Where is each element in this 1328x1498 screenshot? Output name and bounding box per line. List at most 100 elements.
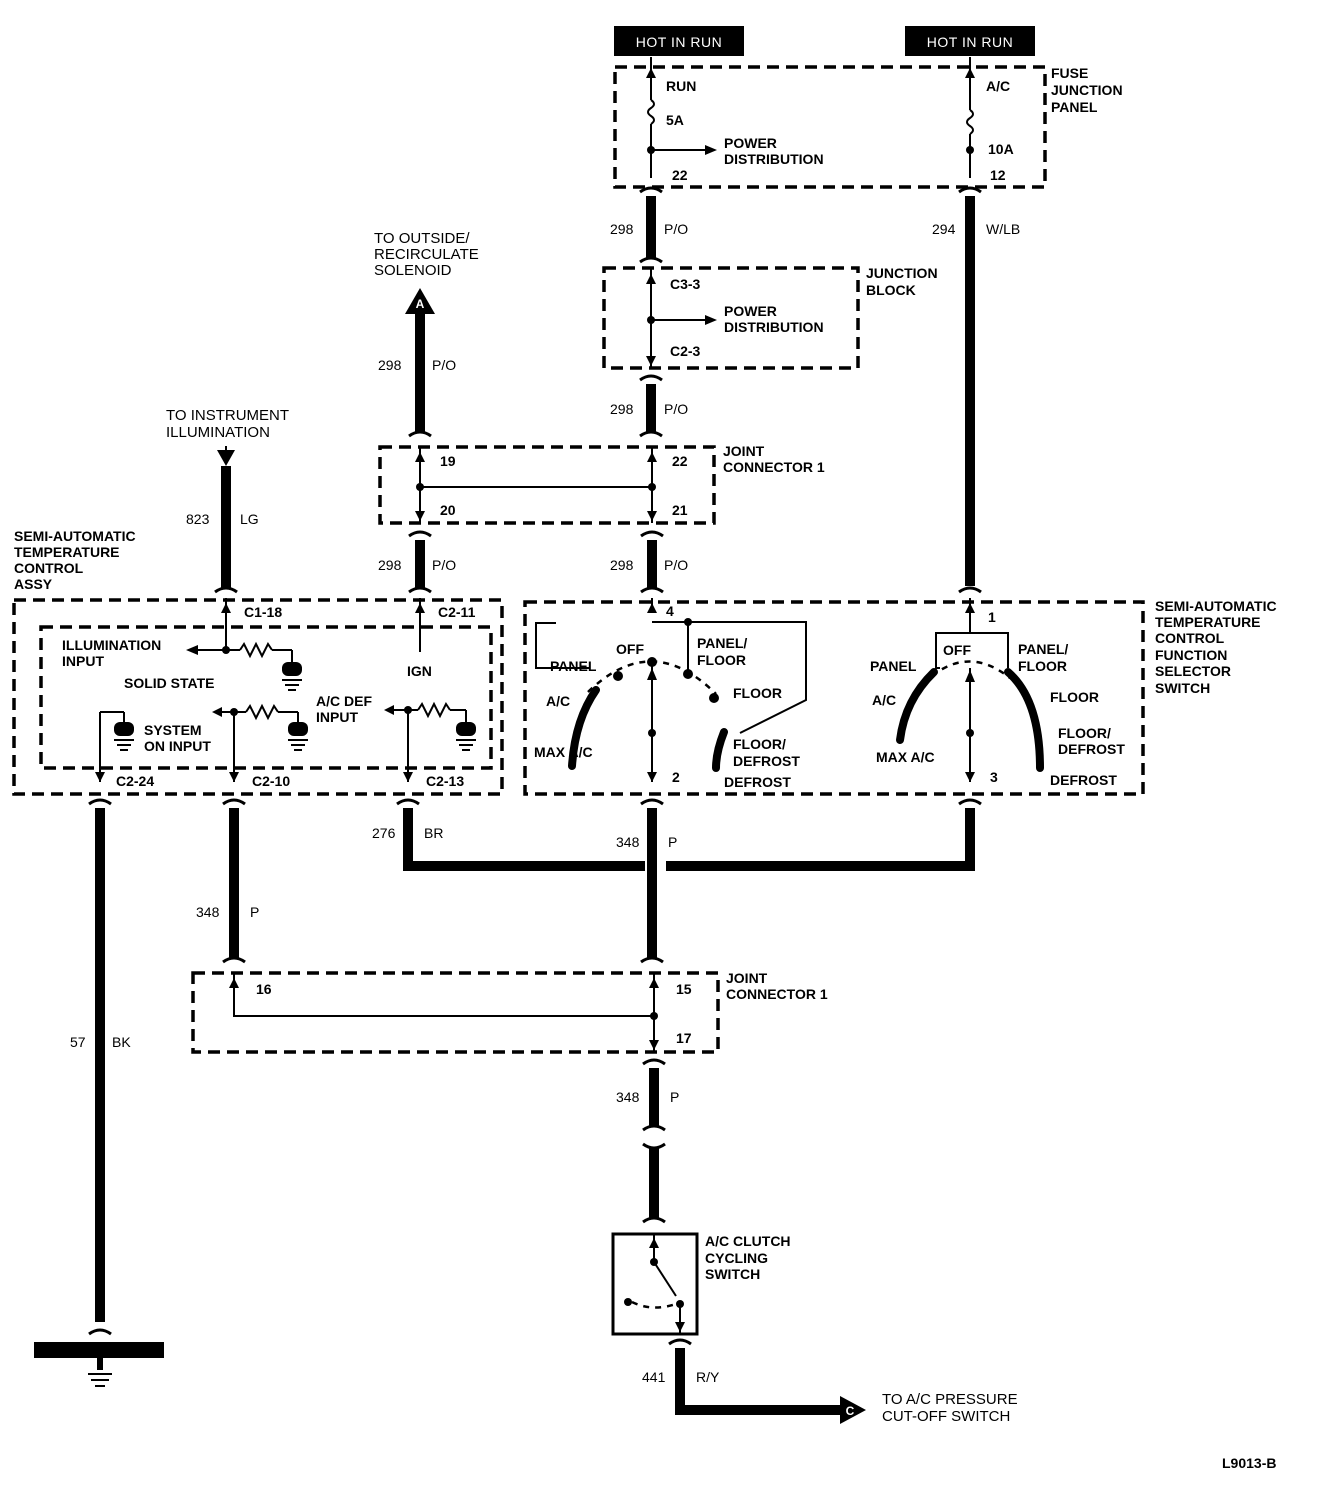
clutch-switch-title: A/C CLUTCH CYCLING SWITCH (705, 1233, 791, 1282)
svg-text:1: 1 (988, 609, 996, 625)
fuse-ac-10a: A/C 10A 12 (965, 57, 1014, 183)
svg-text:CUT-OFF SWITCH: CUT-OFF SWITCH (882, 1408, 1010, 1425)
svg-text:22: 22 (672, 453, 688, 469)
svg-text:JOINT: JOINT (723, 443, 765, 459)
svg-text:HOT IN RUN: HOT IN RUN (636, 34, 722, 50)
svg-text:3: 3 (990, 769, 998, 785)
svg-text:PANEL/: PANEL/ (697, 635, 747, 651)
fuse-junction-panel-title: FUSE JUNCTION PANEL (1051, 65, 1123, 115)
svg-text:441: 441 (642, 1369, 666, 1385)
wire-276-br: 276 BR (372, 825, 443, 841)
svg-text:SOLID STATE: SOLID STATE (124, 675, 214, 691)
hot-in-run-left-header: HOT IN RUN (614, 26, 744, 56)
svg-text:RUN: RUN (666, 78, 696, 94)
svg-text:TEMPERATURE: TEMPERATURE (14, 544, 120, 560)
svg-text:ON INPUT: ON INPUT (144, 738, 211, 754)
svg-text:A/C DEF: A/C DEF (316, 693, 372, 709)
svg-text:MAX A/C: MAX A/C (876, 749, 935, 765)
joint-connector-bottom-internal: 16 15 17 (229, 973, 692, 1052)
svg-text:MAX A/C: MAX A/C (534, 744, 593, 760)
svg-text:FLOOR: FLOOR (1050, 689, 1099, 705)
svg-text:P/O: P/O (432, 357, 456, 373)
svg-text:A/C CLUTCH: A/C CLUTCH (705, 1233, 791, 1249)
selector-switch-right: 1 OFF PANEL A/C MAX A/C PANEL/ FLOOR FLO… (870, 598, 1125, 788)
wire-298-po-d: 298 P/O (378, 557, 456, 573)
control-assy-internal: C1-18 ILLUMINATION INPUT SOLID STATE C2-… (62, 598, 476, 789)
svg-text:TO A/C PRESSURE: TO A/C PRESSURE (882, 1391, 1018, 1408)
svg-text:P: P (250, 904, 259, 920)
svg-text:SOLENOID: SOLENOID (374, 262, 452, 279)
svg-text:C3-3: C3-3 (670, 276, 701, 292)
junction-block-box (602, 266, 860, 370)
svg-text:CONTROL: CONTROL (1155, 630, 1225, 646)
outside-recirculate-ref: TO OUTSIDE/ RECIRCULATE SOLENOID A (374, 230, 479, 314)
svg-text:BK: BK (112, 1034, 131, 1050)
svg-text:PANEL/: PANEL/ (1018, 641, 1068, 657)
svg-text:OFF: OFF (616, 641, 644, 657)
svg-text:W/LB: W/LB (986, 221, 1020, 237)
svg-text:DISTRIBUTION: DISTRIBUTION (724, 319, 824, 335)
wire-348-p-a: 348 P (616, 834, 677, 850)
svg-text:15: 15 (676, 981, 692, 997)
svg-text:POWER: POWER (724, 135, 777, 151)
pressure-cutoff-ref: C TO A/C PRESSURE CUT-OFF SWITCH (840, 1391, 1018, 1425)
svg-text:348: 348 (616, 834, 640, 850)
svg-text:FLOOR: FLOOR (733, 685, 782, 701)
svg-text:CONTROL: CONTROL (14, 560, 84, 576)
svg-text:20: 20 (440, 502, 456, 518)
svg-text:P: P (668, 834, 677, 850)
svg-text:SWITCH: SWITCH (705, 1266, 760, 1282)
wire-441-ry: 441 R/Y (642, 1369, 720, 1385)
wire-294-wlb: 294 W/LB (932, 221, 1020, 237)
joint-connector-bottom-title: JOINT CONNECTOR 1 (726, 970, 828, 1002)
fuse-junction-panel-box (613, 65, 1047, 189)
svg-text:INPUT: INPUT (316, 709, 358, 725)
svg-text:298: 298 (610, 401, 634, 417)
svg-text:SEMI-AUTOMATIC: SEMI-AUTOMATIC (14, 528, 136, 544)
hot-in-run-right-header: HOT IN RUN (905, 26, 1035, 56)
svg-text:JUNCTION: JUNCTION (1051, 82, 1123, 98)
svg-text:JOINT: JOINT (726, 970, 768, 986)
svg-text:IGN: IGN (407, 663, 432, 679)
svg-text:OFF: OFF (943, 642, 971, 658)
svg-text:ILLUMINATION: ILLUMINATION (166, 424, 270, 441)
svg-text:22: 22 (672, 167, 688, 183)
svg-text:C2-10: C2-10 (252, 773, 290, 789)
svg-text:TEMPERATURE: TEMPERATURE (1155, 614, 1261, 630)
wire-298-po-a: 298 P/O (610, 221, 688, 237)
svg-text:C2-24: C2-24 (116, 773, 154, 789)
ground-symbol (34, 1328, 164, 1387)
svg-text:C: C (846, 1404, 855, 1418)
svg-text:294: 294 (932, 221, 956, 237)
svg-text:SYSTEM: SYSTEM (144, 722, 202, 738)
svg-text:BLOCK: BLOCK (866, 282, 916, 298)
svg-text:348: 348 (196, 904, 220, 920)
wire-298-po-e: 298 P/O (610, 557, 688, 573)
svg-text:TO INSTRUMENT: TO INSTRUMENT (166, 407, 289, 424)
svg-text:4: 4 (666, 603, 674, 619)
svg-text:JUNCTION: JUNCTION (866, 265, 938, 281)
svg-text:A: A (416, 297, 425, 311)
svg-text:C2-3: C2-3 (670, 343, 701, 359)
svg-text:POWER: POWER (724, 303, 777, 319)
fuse-run-5a: RUN 5A POWER DISTRIBUTION 22 (646, 57, 824, 183)
joint-connector-top-title: JOINT CONNECTOR 1 (723, 443, 825, 475)
selector-switch-title: SEMI-AUTOMATIC TEMPERATURE CONTROL FUNCT… (1155, 598, 1277, 696)
svg-text:FUSE: FUSE (1051, 65, 1088, 81)
svg-text:276: 276 (372, 825, 396, 841)
junction-block-title: JUNCTION BLOCK (866, 265, 938, 298)
svg-text:298: 298 (378, 557, 402, 573)
svg-text:CONNECTOR 1: CONNECTOR 1 (726, 986, 828, 1002)
svg-text:FLOOR: FLOOR (1018, 658, 1067, 674)
svg-text:HOT IN RUN: HOT IN RUN (927, 34, 1013, 50)
svg-text:ASSY: ASSY (14, 576, 53, 592)
svg-text:348: 348 (616, 1089, 640, 1105)
svg-text:A/C: A/C (546, 693, 570, 709)
svg-text:17: 17 (676, 1030, 692, 1046)
svg-text:FLOOR/: FLOOR/ (1058, 725, 1111, 741)
control-assy-solid-state-box (39, 625, 493, 770)
svg-text:16: 16 (256, 981, 272, 997)
joint-connector-bottom-box (191, 971, 720, 1054)
svg-text:C1-18: C1-18 (244, 604, 282, 620)
